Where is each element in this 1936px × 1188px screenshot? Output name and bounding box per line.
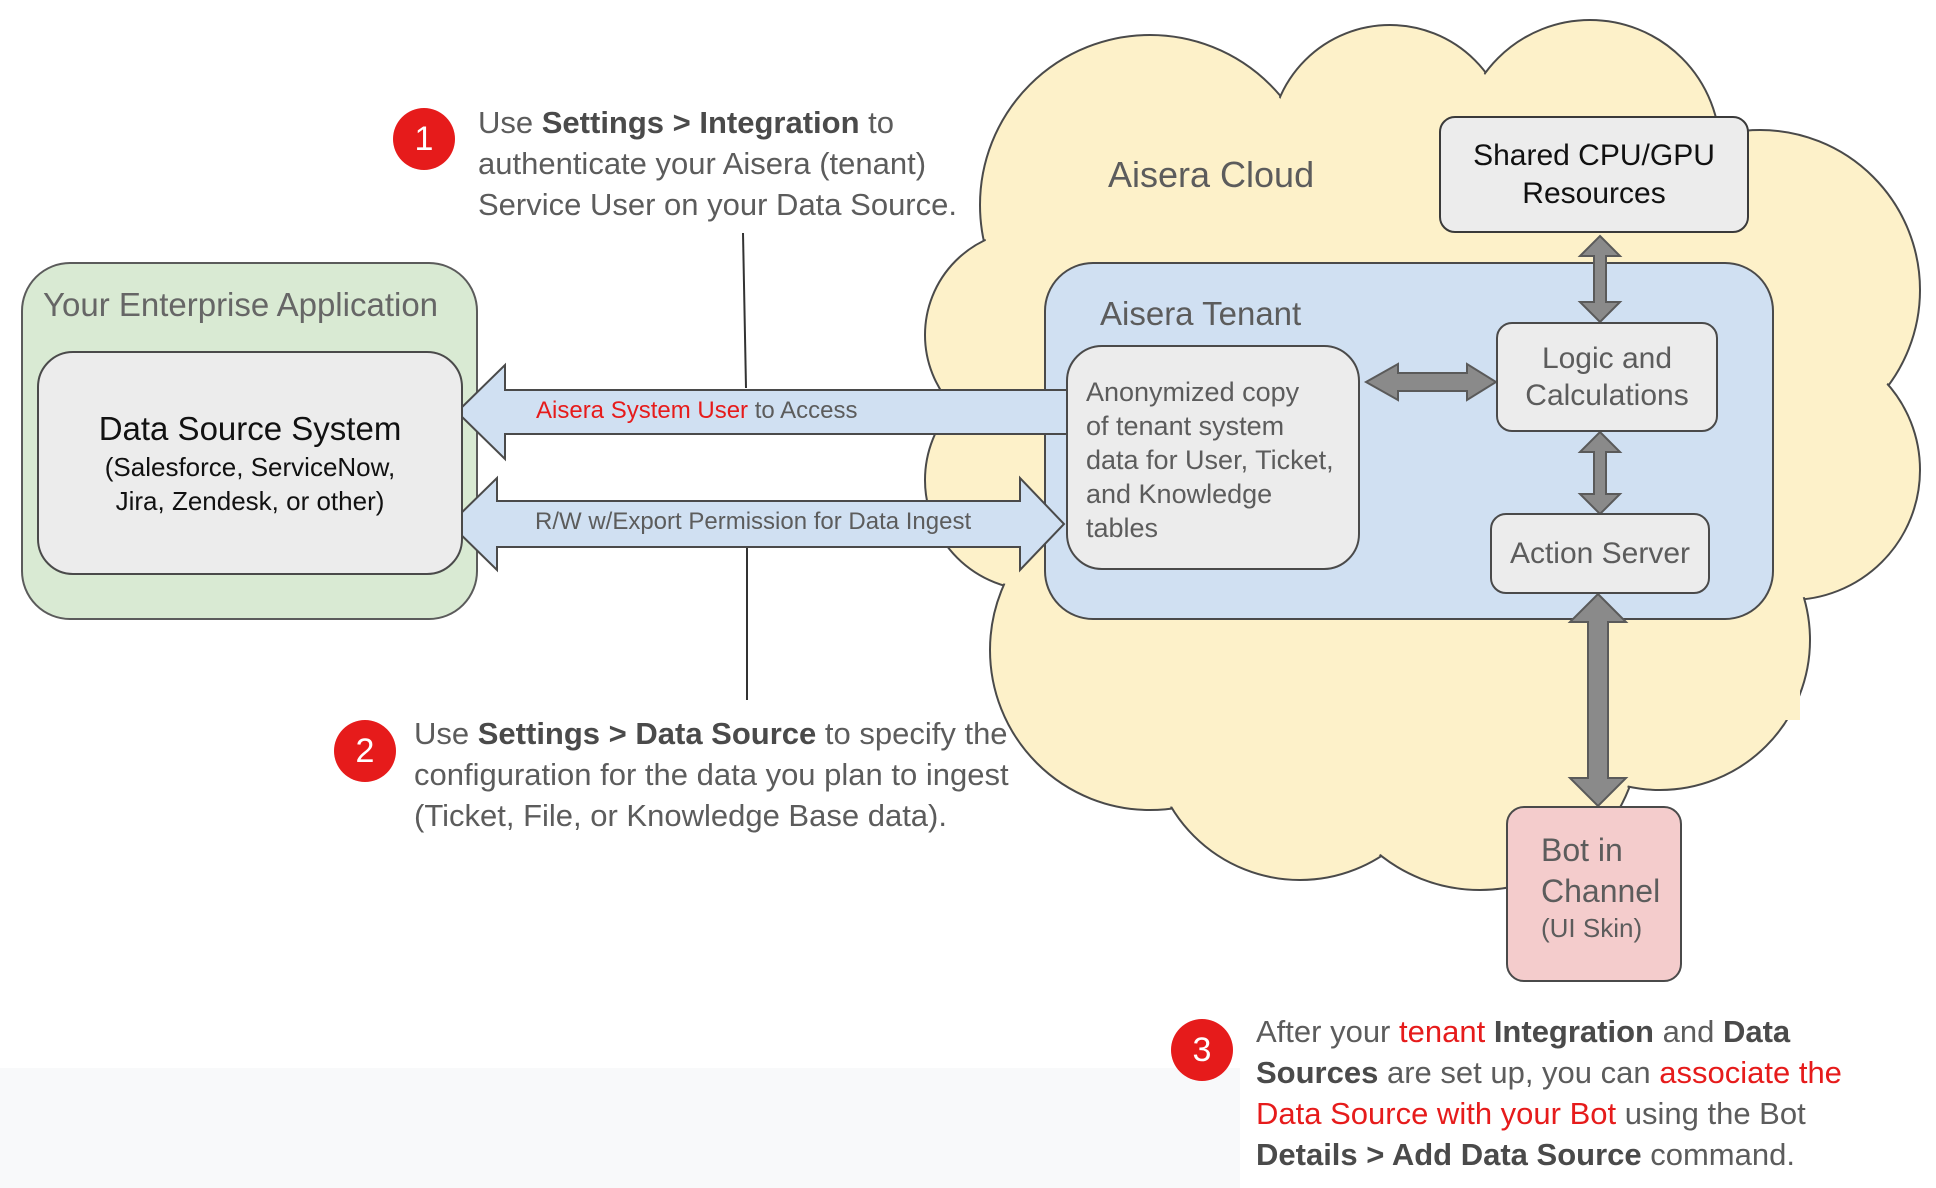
step1-after: to [859,105,894,140]
step2-use: Use [414,716,478,751]
bot-in-channel-box: Bot in Channel (UI Skin) [1506,806,1682,982]
logic-calculations-box: Logic and Calculations [1496,322,1718,432]
access-arrow-label: Aisera System User to Access [536,397,857,426]
action-server-label: Action Server [1509,536,1691,570]
access-arrow [455,362,1069,462]
anonymized-line1: Anonymized copy [1086,377,1300,407]
page-footer-shade [0,1068,1240,1188]
enterprise-label: Your Enterprise Application [43,286,439,323]
anonymized-line4: and Knowledge [1086,479,1273,509]
anonymized-line5: tables [1086,513,1159,543]
step1-note: Use Settings > Integration to authentica… [478,102,957,225]
step2-badge: 2 [334,720,396,782]
step3-sources: Sources [1256,1055,1379,1090]
anonymized-line3: data for User, Ticket, [1086,445,1334,475]
data-source-line1: (Salesforce, ServiceNow, [104,452,396,482]
step2-bold: Settings > Data Source [477,716,817,751]
step1-line2: authenticate your Aisera (tenant) [478,146,927,181]
step3-tenant: tenant [1399,1014,1486,1049]
cloud-label: Aisera Cloud [1108,154,1315,195]
step3-note: After your tenant Integration and Data S… [1256,1011,1842,1175]
step3-after-your: After your [1256,1014,1399,1049]
step2-after: to specify the [816,716,1008,751]
step2-line3: (Ticket, File, or Knowledge Base data). [414,798,947,833]
bot-line3: (UI Skin) [1541,913,1643,943]
logic-line2: Calculations [1525,379,1689,412]
bot-line2: Channel [1541,873,1661,909]
step3-command: command. [1641,1137,1795,1172]
anonymized-data-box: Anonymized copy of tenant system data fo… [1066,345,1360,570]
access-arrow-rest: to Access [748,397,858,424]
step3-data: Data [1722,1014,1791,1049]
step3-integration: Integration [1485,1014,1654,1049]
shared-resources-line1: Shared CPU/GPU [1473,138,1715,172]
rw-arrow [448,475,1066,573]
step3-assoc2: Data Source with your Bot [1256,1096,1617,1131]
logic-line1: Logic and [1541,342,1673,375]
step3-details: Details > Add Data Source [1256,1137,1642,1172]
action-server-box: Action Server [1490,513,1710,594]
bot-line1: Bot in [1541,832,1623,868]
shared-cpu-gpu-box: Shared CPU/GPU Resources [1439,116,1749,233]
step1-use: Use [478,105,542,140]
data-source-system-box: Data Source System (Salesforce, ServiceN… [37,351,463,575]
step3-badge: 3 [1171,1019,1233,1081]
anonymized-line2: of tenant system [1086,411,1285,441]
shared-resources-line2: Resources [1522,176,1666,210]
step1-line3: Service User on your Data Source. [478,187,957,222]
rw-arrow-label: R/W w/Export Permission for Data Ingest [535,508,972,535]
step3-using: using the Bot [1616,1096,1806,1131]
step1-leader-line [742,232,747,389]
step2-note: Use Settings > Data Source to specify th… [414,713,1009,836]
data-source-title: Data Source System [98,410,402,447]
step1-badge: 1 [393,108,455,170]
step3-assoc1: associate the [1659,1055,1842,1090]
access-arrow-highlight: Aisera System User [536,397,749,424]
tenant-label: Aisera Tenant [1100,295,1302,332]
step2-line2: configuration for the data you plan to i… [414,757,1009,792]
step1-bold: Settings > Integration [541,105,860,140]
step3-setup: are set up, you can [1378,1055,1660,1090]
step3-and: and [1653,1014,1723,1049]
data-source-line2: Jira, Zendesk, or other) [115,486,385,516]
